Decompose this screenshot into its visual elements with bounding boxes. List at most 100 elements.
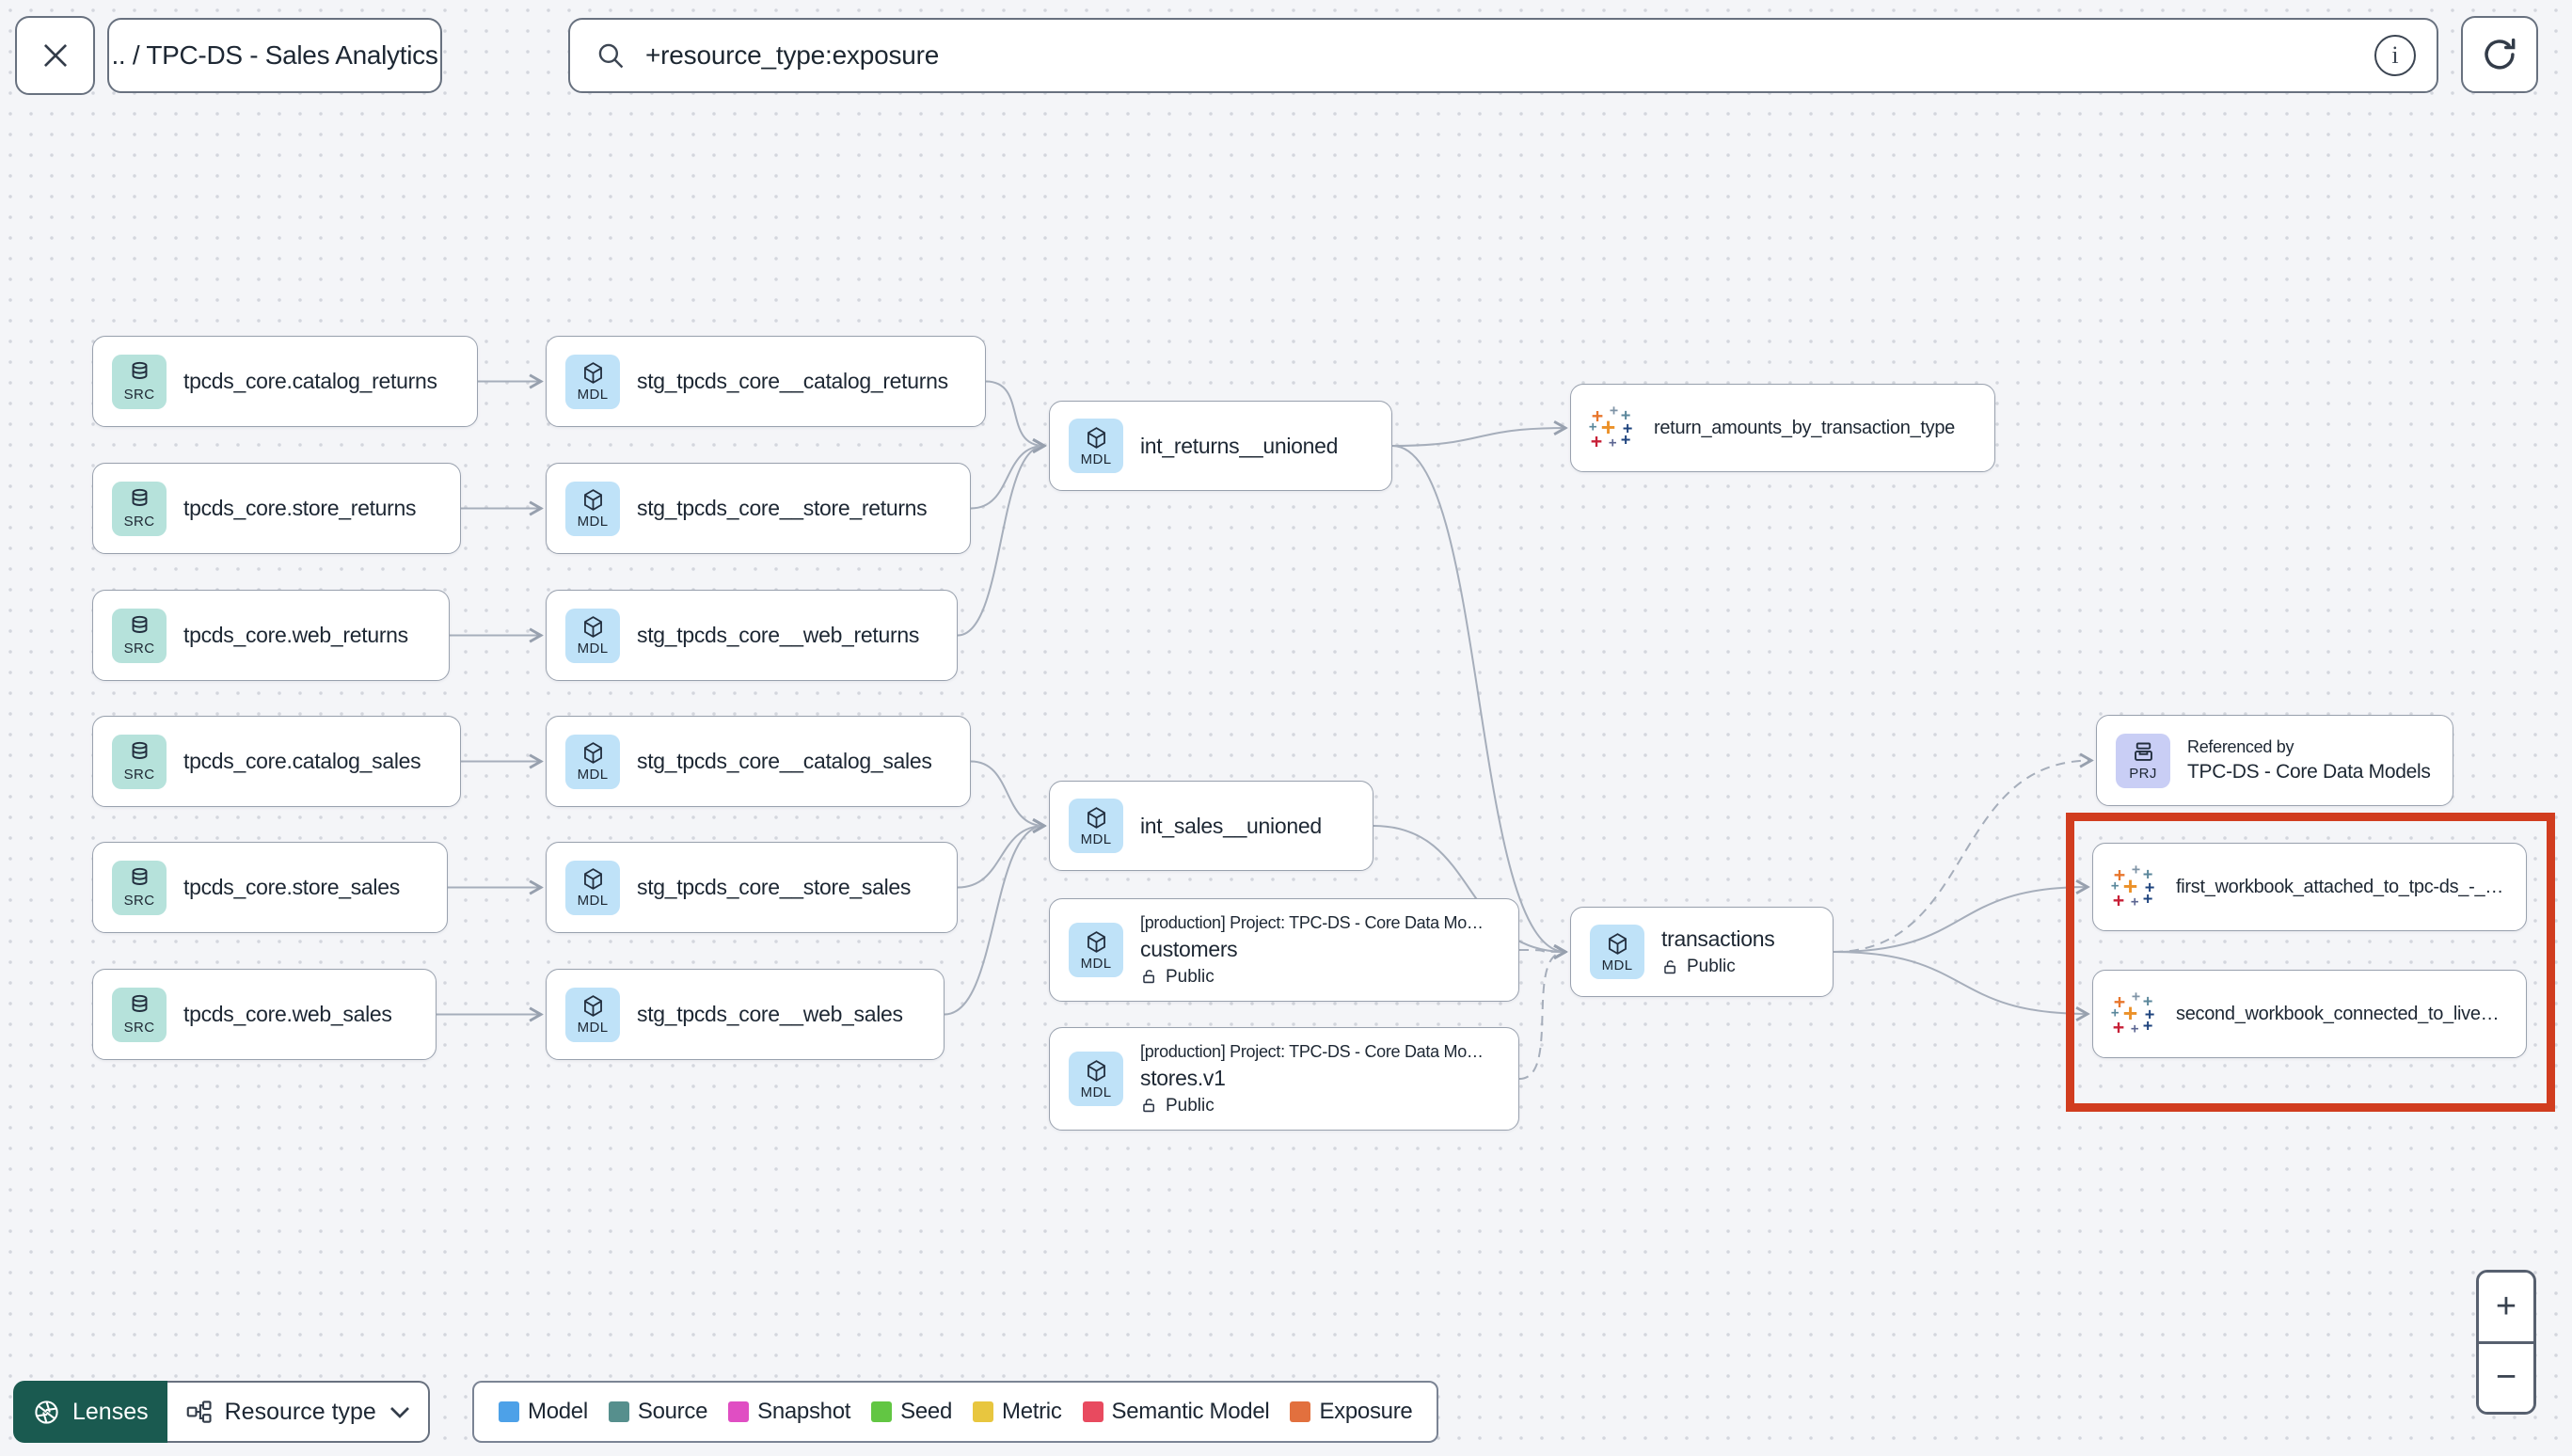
mdl-badge: MDL (565, 860, 620, 915)
project-icon (2134, 742, 2152, 761)
node-visibility: Public (1661, 957, 1774, 977)
aperture-icon (35, 1400, 58, 1424)
node-title: customers (1140, 936, 1238, 961)
node-title: stg_tpcds_core__web_sales (637, 1002, 903, 1026)
node-stores_v1[interactable]: MDL[production] Project: TPC-DS - Core D… (1049, 1027, 1519, 1131)
cube-icon (1087, 930, 1105, 953)
node-wb2[interactable]: +++++++++ second_workbook_connected_to_li… (2092, 970, 2527, 1058)
resource-type-dropdown[interactable]: Resource type (167, 1381, 430, 1443)
refresh-icon (2485, 38, 2516, 70)
node-customers[interactable]: MDL [production] Project: TPC-DS - Core D… (1049, 898, 1519, 1002)
legend-item-metric: Metric (973, 1399, 1062, 1425)
node-src_web_sales[interactable]: SRC tpcds_core.web_sales (92, 969, 437, 1060)
node-title: stg_tpcds_core__catalog_sales (637, 749, 932, 773)
view-controls-group: Lenses Resource type (13, 1381, 430, 1443)
node-int_returns[interactable]: MDL int_returns__unioned (1049, 401, 1392, 491)
node-title: stg_tpcds_core__store_sales (637, 875, 912, 899)
node-title: return_amounts_by_transaction_type (1654, 417, 1956, 438)
src-badge: SRC (112, 354, 167, 409)
node-title: tpcds_core.web_sales (183, 1002, 392, 1026)
database-icon (132, 867, 147, 885)
node-wb1[interactable]: +++++++++ first_workbook_attached_to_tpc-… (2092, 843, 2527, 931)
database-icon (132, 615, 147, 633)
legend-item-model: Model (499, 1399, 588, 1425)
node-stg_store_sales[interactable]: MDL stg_tpcds_core__store_sales (546, 842, 958, 933)
cube-icon (583, 868, 602, 890)
search-input[interactable] (643, 40, 2358, 71)
src-badge: SRC (112, 608, 167, 663)
node-title: TPC-DS - Core Data Models (2187, 761, 2431, 783)
close-button[interactable] (15, 16, 95, 95)
node-title: int_returns__unioned (1140, 433, 1339, 458)
node-topline: [production] Project: TPC-DS - Core Data… (1140, 1041, 1484, 1061)
resource-type-label: Resource type (224, 1398, 376, 1425)
legend-swatch (728, 1401, 750, 1422)
info-icon[interactable]: i (2374, 35, 2416, 76)
src-badge: SRC (112, 987, 167, 1042)
legend-item-exposure: Exposure (1290, 1399, 1413, 1425)
node-topline: Referenced by (2187, 737, 2294, 756)
node-int_sales[interactable]: MDL int_sales__unioned (1049, 781, 1373, 871)
node-title: second_workbook_connected_to_live… (2176, 1003, 2500, 1024)
tableau-icon: +++++++++ (2111, 861, 2155, 911)
node-topline: [production] Project: TPC-DS - Core Data… (1140, 912, 1484, 932)
cube-icon (1087, 806, 1105, 829)
legend-item-semantic-model: Semantic Model (1082, 1399, 1270, 1425)
node-ref_by[interactable]: PRJ Referenced by TPC-DS - Core Data Model… (2096, 715, 2453, 806)
mdl-badge: MDL (1069, 419, 1123, 473)
node-exp_returns[interactable]: +++++++++return_amounts_by_transaction_t… (1570, 384, 1995, 472)
node-visibility: Public (1140, 967, 1484, 988)
close-icon (43, 43, 67, 68)
prj-badge: PRJ (2116, 733, 2170, 788)
lenses-button[interactable]: Lenses (13, 1381, 167, 1443)
node-title: first_workbook_attached_to_tpc-ds_-_… (2176, 876, 2503, 897)
cube-icon (1608, 932, 1627, 955)
mdl-badge: MDL (1590, 925, 1644, 979)
zoom-controls: + − (2476, 1270, 2536, 1415)
zoom-out-button[interactable]: − (2479, 1340, 2533, 1412)
chevron-down-icon (389, 1406, 409, 1418)
cube-icon (583, 489, 602, 511)
node-src_catalog_returns[interactable]: SRC tpcds_core.catalog_returns (92, 336, 478, 427)
lock-open-icon (1143, 970, 1155, 984)
node-title: int_sales__unioned (1140, 813, 1322, 838)
zoom-in-button[interactable]: + (2479, 1273, 2533, 1341)
mdl-badge: MDL (1069, 923, 1123, 977)
node-title: stores.v1 (1140, 1065, 1226, 1090)
node-title: tpcds_core.catalog_returns (183, 369, 437, 393)
legend-swatch (1290, 1401, 1311, 1422)
refresh-button[interactable] (2461, 16, 2538, 93)
legend-swatch (499, 1401, 519, 1422)
breadcrumb[interactable]: .. / TPC-DS - Sales Analytics (107, 18, 442, 93)
search-icon (598, 43, 624, 69)
lenses-label: Lenses (72, 1398, 149, 1425)
database-icon (132, 741, 147, 759)
mdl-badge: MDL (1069, 799, 1123, 853)
database-icon (132, 488, 147, 506)
database-icon (132, 361, 147, 379)
lock-open-icon (1664, 959, 1676, 973)
src-badge: SRC (112, 481, 167, 536)
src-badge: SRC (112, 734, 167, 789)
legend-swatch (871, 1401, 893, 1422)
search-bar[interactable]: i (568, 18, 2438, 93)
node-title: stg_tpcds_core__catalog_returns (637, 369, 948, 393)
cube-icon (583, 616, 602, 638)
node-src_catalog_sales[interactable]: SRC tpcds_core.catalog_sales (92, 716, 461, 807)
node-title: tpcds_core.catalog_sales (183, 749, 421, 773)
tableau-icon: +++++++++ (2111, 988, 2155, 1038)
node-title: stg_tpcds_core__web_returns (637, 623, 920, 647)
node-title: stg_tpcds_core__store_returns (637, 496, 928, 520)
node-visibility: Public (1140, 1096, 1484, 1116)
